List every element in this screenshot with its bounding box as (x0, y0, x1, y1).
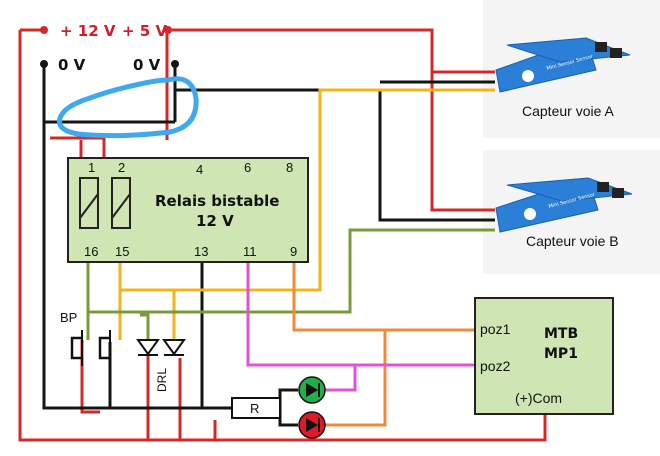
sensor-b: Mini Sensor Sensor Capteur voie B (495, 177, 633, 249)
relay-box (67, 157, 309, 263)
plus12-terminal (40, 26, 48, 34)
diodes: DRL (136, 339, 186, 392)
relay-voltage: 12 V (196, 212, 234, 230)
sensor-a: Mini Sensor Sensor Capteur voie A (495, 37, 631, 119)
plus12-label: + 12 V (60, 22, 116, 40)
led-red (298, 411, 326, 439)
zero-right-label: 0 V (133, 56, 161, 74)
led-green (298, 376, 326, 404)
relay-pin-6: 6 (244, 160, 251, 175)
zero-left-terminal (40, 60, 48, 68)
relay-pin-11: 11 (243, 244, 257, 259)
orange-wires (292, 262, 475, 427)
bp-label: BP (60, 310, 77, 325)
diode-left (136, 339, 160, 356)
relay-coil-2 (111, 177, 131, 229)
mtb-subtitle: MP1 (544, 346, 578, 362)
mtb-module: poz1 poz2 MTB MP1 (+)Com (474, 297, 614, 415)
relay-pin-2: 2 (118, 160, 125, 175)
relay-pin-9: 9 (290, 244, 297, 259)
relay-title: Relais bistable (155, 192, 279, 210)
mtb-poz1: poz1 (480, 321, 511, 337)
drl-label: DRL (155, 368, 169, 392)
resistor-label: R (250, 401, 259, 416)
mtb-box (474, 297, 614, 415)
zero-right-terminal (171, 60, 179, 68)
relay-coil-1 (79, 177, 99, 229)
diode-right (162, 339, 186, 356)
relay-pin-1: 1 (88, 160, 95, 175)
sensor-b-label: Capteur voie B (526, 233, 619, 249)
relay-pin-15: 15 (115, 244, 129, 259)
magenta-wires (246, 262, 475, 392)
plus5-terminal (164, 26, 172, 34)
relay-pin-13: 13 (194, 244, 208, 259)
relay-pin-8: 8 (286, 160, 293, 175)
relay-pin-16: 16 (84, 244, 98, 259)
resistor (231, 397, 281, 419)
plus5-label: + 5 V (122, 22, 167, 40)
relay: 1 2 4 6 8 16 15 13 11 9 Relais bistable … (67, 157, 309, 263)
mtb-com: (+)Com (515, 390, 562, 406)
relay-pin-4: 4 (196, 162, 203, 177)
yellow-wires (118, 88, 495, 340)
green-wires (86, 228, 495, 340)
zero-left-label: 0 V (58, 56, 86, 74)
push-buttons: BP (60, 310, 111, 366)
highlight-annotation (56, 76, 199, 139)
mtb-title: MTB (544, 326, 578, 342)
mtb-poz2: poz2 (480, 358, 511, 374)
sensor-a-label: Capteur voie A (522, 103, 614, 119)
